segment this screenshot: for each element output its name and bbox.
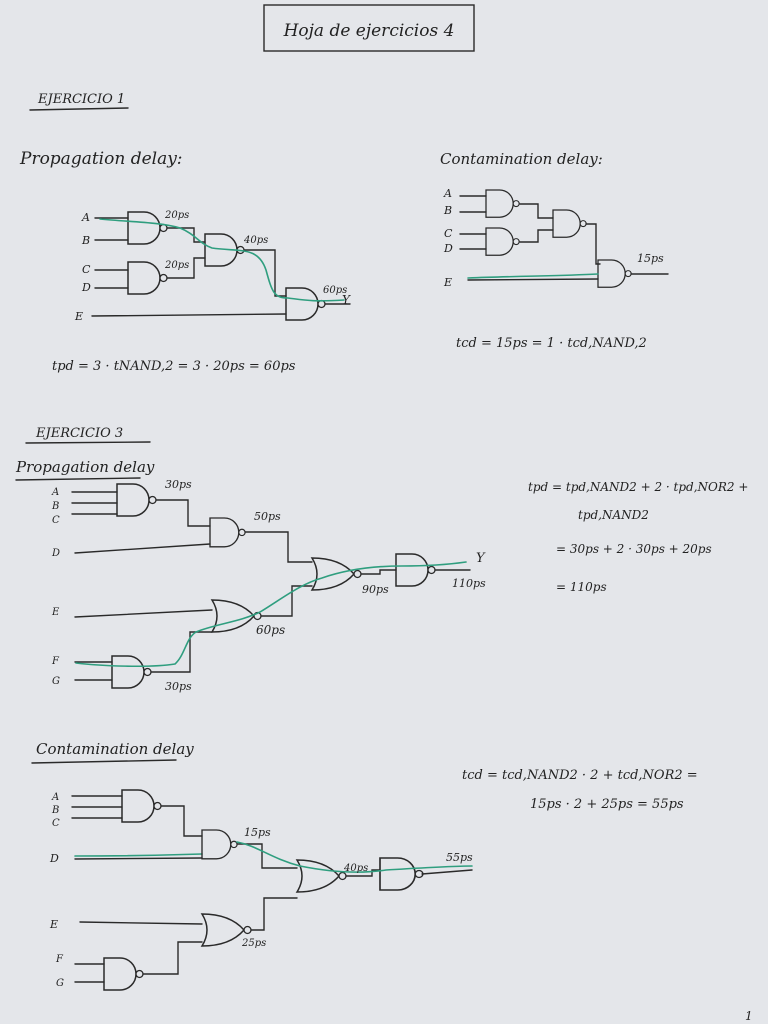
ex1-prop-nand-4 — [285, 287, 326, 321]
ex1-prop-input-a: A — [81, 211, 90, 224]
ex3-cont-heading: Contamination delay — [36, 740, 194, 758]
ex3-prop-input-c: C — [52, 515, 60, 526]
ex3-prop-delay-2: 50ps — [254, 510, 281, 523]
ex3-cont-nand-abc — [121, 789, 162, 823]
ex3-cont-input-a: A — [51, 792, 59, 803]
ex3-prop-circuit: A B C D E F G 30ps 50ps 90ps 110ps 60ps … — [51, 478, 486, 693]
ex1-prop-nand-2 — [127, 261, 168, 295]
ex3-cont-input-d: D — [49, 852, 59, 865]
ex3-prop-nand-fg — [111, 655, 152, 689]
ex1-cont-nand-2 — [485, 227, 520, 256]
ex1-prop-heading: Propagation delay: — [19, 149, 183, 169]
page-number: 1 — [745, 1009, 753, 1023]
ex1-prop-nand-1 — [127, 211, 168, 245]
ex3-cont-formula-line-2: 15ps · 2 + 25ps = 55ps — [530, 797, 684, 812]
ex3-cont-formula-line-1: tcd = tcd,NAND2 · 2 + tcd,NOR2 = — [462, 768, 698, 783]
ex1-cont-circuit: A B C D E 15ps — [443, 187, 669, 289]
ex1-heading: EJERCICIO 1 — [37, 92, 125, 107]
ex1-prop-delay-2: 20ps — [164, 260, 189, 271]
ex1-cont-input-d: D — [443, 242, 453, 255]
ex3-cont-circuit: A B C D E F G 15ps 40ps 55ps 25ps — [49, 789, 473, 991]
ex1-cont-nand-1 — [485, 189, 520, 218]
ex3-prop-input-b: B — [51, 501, 59, 512]
ex3-cont-nand-2 — [201, 829, 238, 860]
ex3-prop-input-e: E — [51, 607, 60, 618]
ex3-prop-formula-line-4: = 110ps — [556, 580, 607, 594]
ex3-cont-input-e: E — [49, 918, 58, 931]
ex1-cont-nand-3 — [552, 209, 587, 238]
ex3-prop-formula: tpd = tpd,NAND2 + 2 · tpd,NOR2 + tpd,NAN… — [528, 480, 748, 594]
ex3-cont-formula: tcd = tcd,NAND2 · 2 + tcd,NOR2 = 15ps · … — [462, 768, 698, 812]
ex1-cont-nand-4 — [597, 259, 632, 288]
ex3-prop-formula-line-1: tpd = tpd,NAND2 + 2 · tpd,NOR2 + — [528, 480, 748, 494]
ex3-prop-nand-abc — [116, 483, 157, 517]
ex1-prop-input-b: B — [81, 234, 90, 247]
ex1-prop-delay-4: 60ps — [323, 285, 347, 296]
ex3-prop-heading-underline — [15, 477, 141, 481]
ex3-prop-nand-out — [395, 553, 436, 587]
ex3-prop-output-y: Y — [476, 551, 486, 566]
ex1-cont-delay: 15ps — [637, 252, 664, 265]
ex3-prop-delay-3: 90ps — [362, 583, 389, 596]
ex3-cont-input-b: B — [51, 805, 59, 816]
ex1-prop-output-y: Y — [342, 293, 351, 307]
ex1-heading-underline — [29, 107, 129, 111]
ex3-prop-delay-5: 60ps — [256, 623, 285, 637]
ex1-prop-delay-1: 20ps — [164, 210, 189, 221]
ex1-prop-circuit: A B C D E 20ps 20ps 40ps 60ps Y — [74, 210, 351, 323]
ex3-prop-input-a: A — [51, 487, 59, 498]
ex1-cont-input-c: C — [444, 227, 453, 240]
ex3-cont-delay-2: 40ps — [343, 863, 368, 874]
ex3-prop-input-f: F — [51, 656, 60, 667]
ex3-heading-underline — [25, 441, 151, 444]
ex3-prop-heading: Propagation delay — [15, 458, 155, 476]
ex3-cont-input-g: G — [56, 978, 64, 989]
ex1-cont-input-e: E — [443, 276, 452, 289]
ex1-cont-formula: tcd = 15ps = 1 · tcd,NAND,2 — [456, 336, 647, 351]
ex1-cont-input-b: B — [443, 204, 452, 217]
ex3-prop-input-d: D — [51, 548, 60, 559]
ex1-prop-delay-3: 40ps — [243, 235, 268, 246]
ex3-cont-nand-out — [379, 857, 424, 891]
ex1-prop-input-d: D — [81, 281, 91, 294]
ex3-prop-input-g: G — [52, 676, 60, 687]
ex3-cont-delay-3: 55ps — [446, 851, 473, 864]
title-box — [263, 4, 475, 52]
ex3-prop-nand-2 — [209, 517, 246, 548]
ex3-prop-formula-line-2: tpd,NAND2 — [578, 508, 649, 522]
ex3-prop-nor-1 — [211, 599, 262, 633]
ex3-cont-delay-4: 25ps — [241, 938, 266, 949]
ex3-prop-delay-4: 110ps — [452, 577, 486, 590]
ex1-prop-input-c: C — [82, 263, 91, 276]
ex1-cont-heading: Contamination delay: — [440, 150, 603, 168]
ex3-prop-formula-line-3: = 30ps + 2 · 30ps + 20ps — [556, 542, 712, 556]
ex3-cont-heading-underline — [31, 759, 177, 764]
ex3-heading: EJERCICIO 3 — [35, 426, 123, 441]
ex3-cont-delay-1: 15ps — [244, 826, 271, 839]
ex1-cont-input-a: A — [443, 187, 452, 200]
ex3-cont-nor-2 — [296, 859, 347, 893]
ex3-cont-nand-fg — [103, 957, 144, 991]
page-title: Hoja de ejercicios 4 — [283, 21, 455, 41]
ex3-cont-input-c: C — [52, 818, 60, 829]
ex1-prop-input-e: E — [74, 310, 83, 323]
ex3-cont-input-f: F — [55, 954, 64, 965]
ex3-prop-delay-6: 30ps — [165, 680, 192, 693]
ex1-prop-formula: tpd = 3 · tNAND,2 = 3 · 20ps = 60ps — [52, 359, 296, 374]
ex3-prop-delay-1: 30ps — [165, 478, 192, 491]
